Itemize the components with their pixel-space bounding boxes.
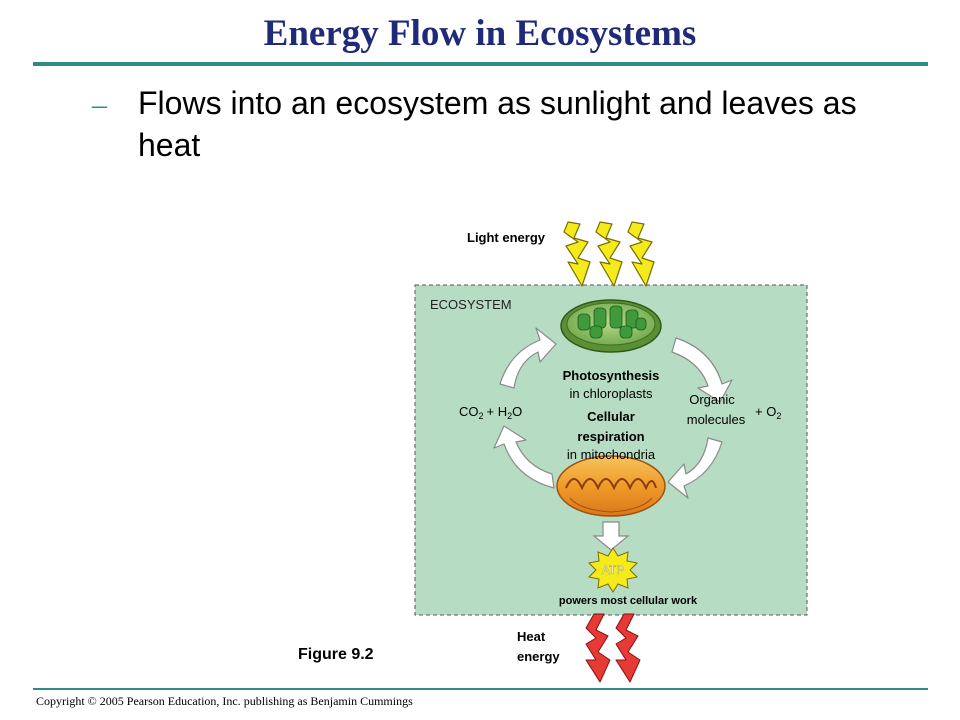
arrow-organic-to-mito-icon bbox=[667, 437, 723, 499]
heat-bolt-icon bbox=[585, 613, 611, 683]
light-bolt-icon bbox=[563, 221, 591, 287]
bullet-text: Flows into an ecosystem as sunlight and … bbox=[138, 85, 857, 163]
footer-divider bbox=[33, 688, 928, 690]
cellular-sub-label: in mitochondria bbox=[567, 447, 656, 462]
figure-label: Figure 9.2 bbox=[298, 646, 374, 663]
organic-label-line2: molecules bbox=[687, 412, 746, 427]
powers-label: powers most cellular work bbox=[559, 595, 698, 607]
cellular-label-line2: respiration bbox=[577, 429, 644, 444]
light-bolt-icon bbox=[627, 221, 655, 287]
heat-bolt-icon bbox=[615, 613, 641, 683]
o2-label: + O2 bbox=[755, 404, 781, 421]
arrow-co2-to-chloroplast-icon bbox=[499, 327, 557, 389]
photosynthesis-sub-label: in chloroplasts bbox=[569, 386, 653, 401]
cellular-label-line1: Cellular bbox=[587, 409, 635, 424]
atp-label: ATP bbox=[602, 563, 624, 577]
organic-label-line1: Organic bbox=[689, 392, 735, 407]
light-energy-bolts bbox=[563, 221, 655, 287]
title-divider bbox=[33, 62, 928, 66]
co2-h2o-label: CO2+ H2O bbox=[459, 404, 522, 421]
bullet-dash: – bbox=[92, 88, 107, 121]
light-energy-label: Light energy bbox=[467, 230, 546, 245]
light-bolt-icon bbox=[595, 221, 623, 287]
photosynthesis-label: Photosynthesis bbox=[563, 368, 660, 383]
slide-title: Energy Flow in Ecosystems bbox=[263, 13, 697, 54]
heat-label-line1: Heat bbox=[517, 629, 546, 644]
heat-label-line2: energy bbox=[517, 649, 560, 664]
copyright-text: Copyright © 2005 Pearson Education, Inc.… bbox=[36, 694, 413, 708]
chloroplast-icon bbox=[560, 299, 662, 353]
atp-burst-icon bbox=[587, 547, 639, 593]
ecosystem-label: ECOSYSTEM bbox=[430, 297, 512, 312]
cycle-arrows bbox=[493, 327, 733, 499]
arrow-to-atp-icon bbox=[592, 521, 630, 551]
arrow-chloroplast-to-organic-icon bbox=[671, 337, 733, 403]
heat-energy-bolts bbox=[585, 613, 641, 683]
mitochondrion-icon bbox=[556, 455, 666, 517]
arrow-mito-to-co2-icon bbox=[493, 425, 555, 489]
